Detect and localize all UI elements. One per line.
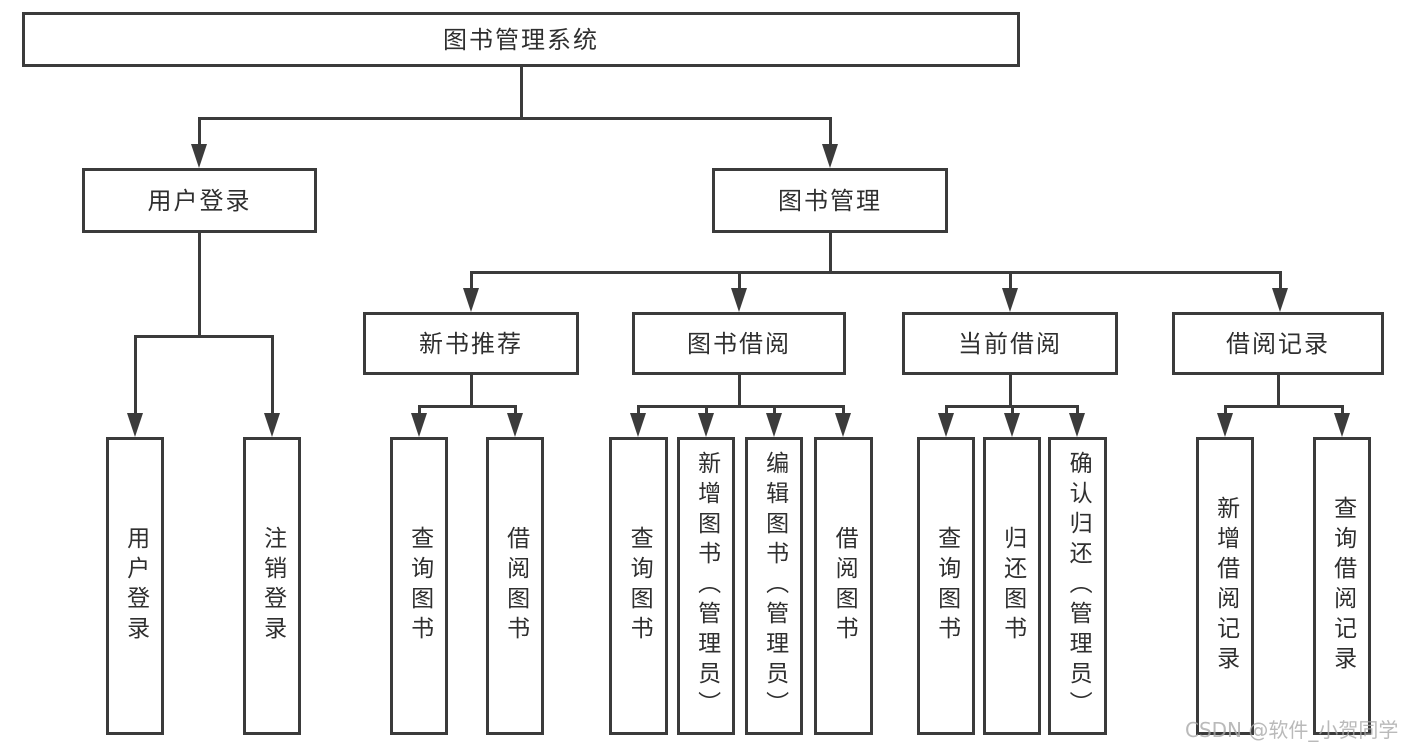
node-book-borrow-label: 图书借阅: [687, 329, 791, 358]
arrow-down-icon: [731, 288, 747, 312]
arrow-down-icon: [766, 413, 782, 437]
leaf-confirm-return-admin-label: 确认归还（管理员）: [1065, 451, 1092, 721]
connector-line: [1223, 405, 1227, 419]
connector-line: [133, 335, 273, 338]
leaf-user-login-label: 用户登录: [122, 526, 149, 646]
leaf-add-borrow-record-label: 新增借阅记录: [1212, 496, 1239, 676]
arrow-down-icon: [1272, 288, 1288, 312]
leaf-add-borrow-record: 新增借阅记录: [1196, 437, 1254, 735]
leaf-query-books-borrow: 查询图书: [609, 437, 668, 735]
node-current-borrow: 当前借阅: [902, 312, 1118, 375]
arrow-down-icon: [1334, 413, 1350, 437]
leaf-edit-book-admin: 编辑图书（管理员）: [745, 437, 803, 735]
connector-line: [270, 335, 274, 418]
connector-line: [1223, 405, 1343, 408]
arrow-down-icon: [191, 144, 207, 168]
arrow-down-icon: [938, 413, 954, 437]
connector-line: [469, 271, 473, 294]
arrow-down-icon: [411, 413, 427, 437]
connector-line: [828, 233, 832, 274]
connector-line: [1278, 271, 1282, 294]
leaf-logout: 注销登录: [243, 437, 301, 735]
connector-line: [513, 405, 517, 419]
leaf-query-books-current-label: 查询图书: [933, 526, 960, 646]
leaf-return-book: 归还图书: [983, 437, 1041, 735]
connector-line: [133, 335, 137, 418]
arrow-down-icon: [264, 413, 280, 437]
leaf-borrow-books-recommend: 借阅图书: [486, 437, 544, 735]
arrow-down-icon: [698, 413, 714, 437]
node-root-label: 图书管理系统: [443, 25, 599, 54]
leaf-borrow-books-recommend-label: 借阅图书: [502, 526, 529, 646]
node-root: 图书管理系统: [22, 12, 1020, 67]
leaf-query-books-recommend-label: 查询图书: [406, 526, 433, 646]
node-borrow-records-label: 借阅记录: [1226, 329, 1330, 358]
leaf-add-book-admin-label: 新增图书（管理员）: [693, 451, 720, 721]
node-borrow-records: 借阅记录: [1172, 312, 1384, 375]
connector-line: [772, 405, 776, 419]
arrow-down-icon: [463, 288, 479, 312]
leaf-edit-book-admin-label: 编辑图书（管理员）: [761, 451, 788, 721]
arrow-down-icon: [127, 413, 143, 437]
arrow-down-icon: [1002, 288, 1018, 312]
leaf-logout-label: 注销登录: [259, 526, 286, 646]
node-book-management-label: 图书管理: [778, 186, 882, 215]
arrow-down-icon: [1217, 413, 1233, 437]
connector-line: [1008, 271, 1012, 294]
connector-line: [519, 67, 523, 120]
connector-line: [1075, 405, 1079, 419]
leaf-confirm-return-admin: 确认归还（管理员）: [1048, 437, 1107, 735]
connector-line: [1276, 375, 1280, 408]
connector-line: [828, 117, 832, 150]
connector-line: [841, 405, 845, 419]
leaf-borrow-books-label: 借阅图书: [831, 526, 858, 646]
arrow-down-icon: [822, 144, 838, 168]
connector-line: [704, 405, 708, 419]
connector-line: [636, 405, 845, 408]
leaf-query-borrow-record-label: 查询借阅记录: [1329, 496, 1356, 676]
leaf-return-book-label: 归还图书: [999, 526, 1026, 646]
connector-line: [1340, 405, 1344, 419]
leaf-borrow-books: 借阅图书: [814, 437, 873, 735]
leaf-query-books-recommend: 查询图书: [390, 437, 448, 735]
arrow-down-icon: [1004, 413, 1020, 437]
arrow-down-icon: [507, 413, 523, 437]
csdn-watermark: CSDN @软件_小贺同学: [1185, 718, 1399, 742]
node-user-login-label: 用户登录: [147, 186, 252, 215]
connector-line: [1008, 375, 1012, 408]
arrow-down-icon: [1069, 413, 1085, 437]
node-book-borrow: 图书借阅: [632, 312, 846, 375]
connector-line: [197, 117, 832, 120]
node-new-book-recommend-label: 新书推荐: [419, 329, 523, 358]
connector-line: [944, 405, 948, 419]
node-current-borrow-label: 当前借阅: [958, 329, 1062, 358]
connector-line: [417, 405, 421, 419]
connector-line: [737, 271, 741, 294]
connector-line: [469, 375, 473, 408]
connector-line: [198, 233, 201, 337]
leaf-user-login: 用户登录: [106, 437, 164, 735]
connector-line: [469, 271, 1282, 274]
node-book-management: 图书管理: [712, 168, 948, 233]
node-user-login: 用户登录: [82, 168, 317, 233]
arrow-down-icon: [630, 413, 646, 437]
leaf-query-books-borrow-label: 查询图书: [626, 526, 653, 646]
leaf-query-borrow-record: 查询借阅记录: [1313, 437, 1371, 735]
connector-line: [198, 117, 201, 150]
node-new-book-recommend: 新书推荐: [363, 312, 579, 375]
connector-line: [636, 405, 640, 419]
connector-line: [737, 375, 741, 408]
connector-line: [417, 405, 517, 408]
leaf-add-book-admin: 新增图书（管理员）: [677, 437, 735, 735]
arrow-down-icon: [835, 413, 851, 437]
leaf-query-books-current: 查询图书: [917, 437, 975, 735]
connector-line: [1010, 405, 1014, 419]
